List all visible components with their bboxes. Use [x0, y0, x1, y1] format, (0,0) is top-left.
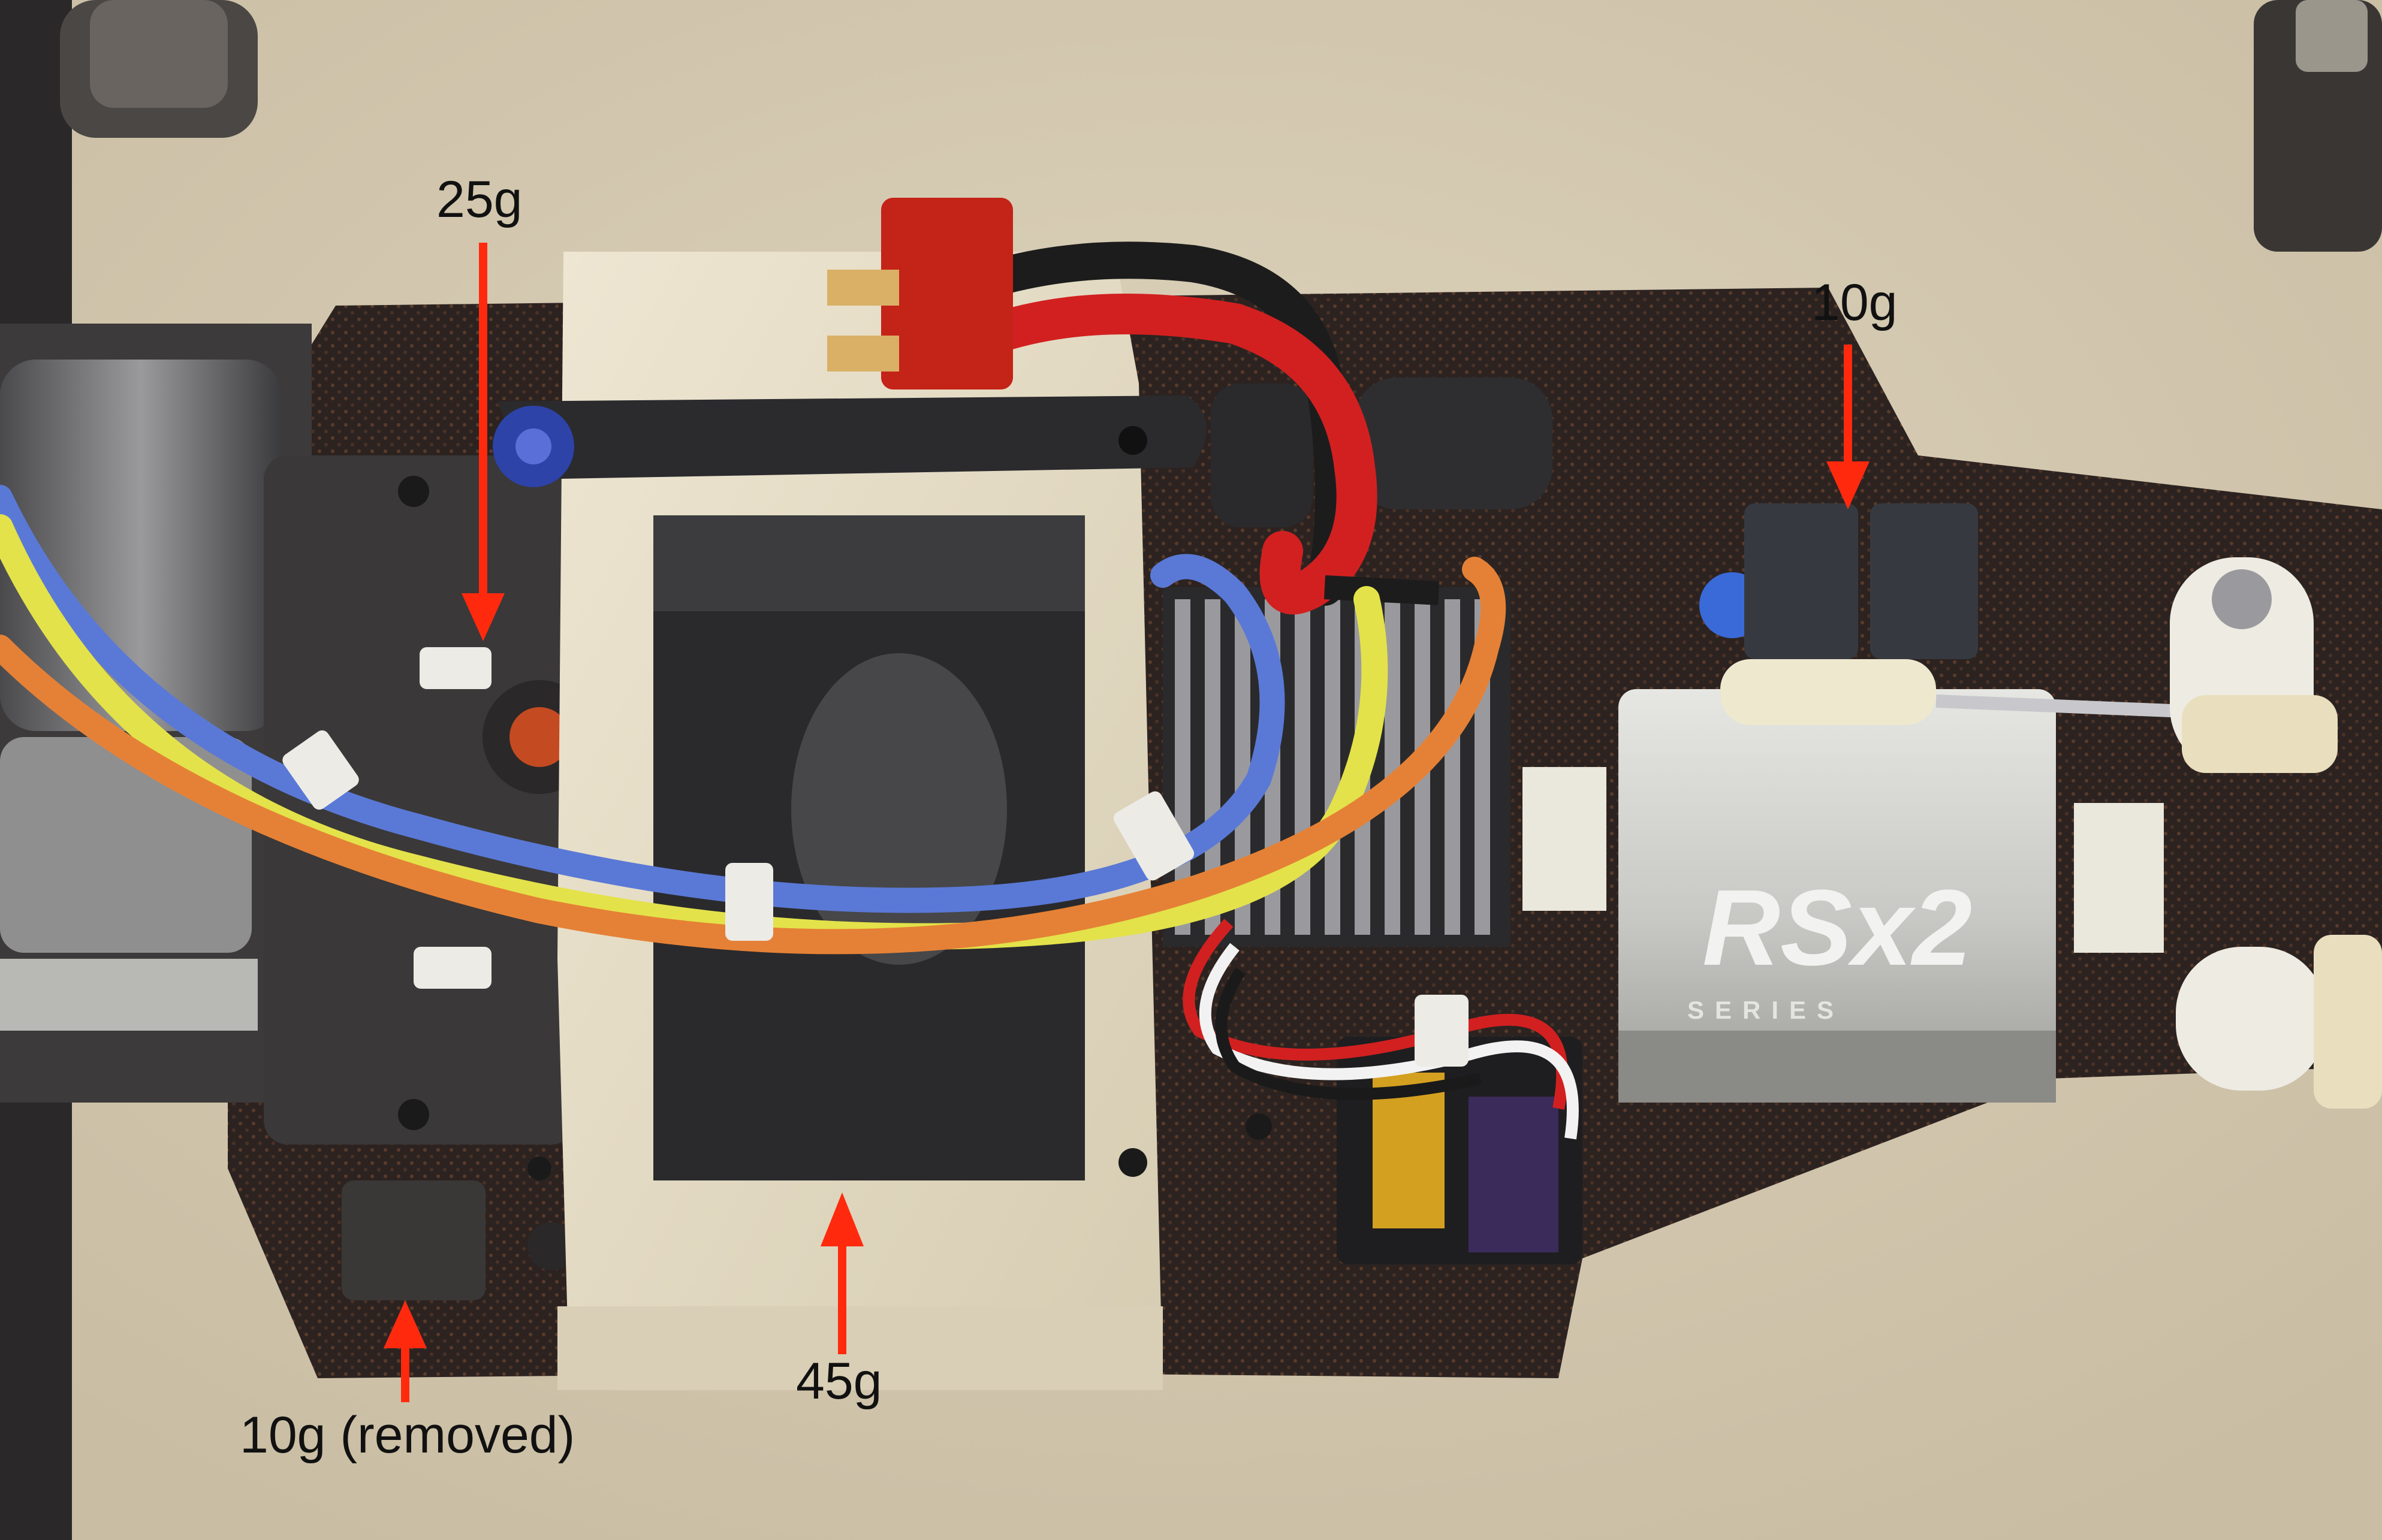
- steering-post-bottom: [2176, 947, 2326, 1091]
- blue-motor-wire: [0, 485, 1285, 913]
- lead-weight-10g: [1744, 503, 1858, 659]
- gear-cover: [0, 959, 258, 1031]
- servo-series-text: SERIES: [1687, 996, 1844, 1024]
- lead-weight: [1870, 503, 1978, 659]
- servo-brand-mark: RSx2: [1702, 868, 1972, 988]
- deans-connector: [881, 198, 1013, 389]
- red-battery-lead: [969, 294, 1377, 615]
- arrow-10g-head: [1826, 461, 1870, 509]
- label-10g-removed: 10g (removed): [240, 1406, 575, 1464]
- black-battery-lead: [964, 241, 1352, 606]
- rear-pod-block: [264, 455, 575, 1145]
- orange-motor-wire: [0, 557, 1506, 955]
- steering-servo: [1618, 689, 2056, 1103]
- capacitor-block: [1355, 378, 1552, 509]
- zip-tie: [414, 947, 492, 989]
- servo-mount-right: [2074, 803, 2164, 953]
- zip-tie: [282, 730, 359, 810]
- zip-tie: [1113, 791, 1195, 881]
- label-25g: 25g: [436, 171, 523, 228]
- arrow-45g-head: [821, 1192, 864, 1246]
- label-45g: 45g: [796, 1352, 882, 1410]
- arrow-25g-head: [462, 593, 505, 641]
- servo-mount-left: [1522, 767, 1606, 911]
- zip-tie: [1415, 995, 1469, 1067]
- zip-tie: [420, 647, 492, 689]
- servo-horn-link: [1720, 659, 1936, 725]
- battery-strap: [497, 395, 1207, 479]
- capacitor: [1211, 384, 1313, 527]
- battery-pad: [653, 515, 1085, 1180]
- removed-weight-block: [342, 1180, 486, 1300]
- label-10g: 10g: [1811, 274, 1898, 331]
- zip-tie: [725, 863, 773, 941]
- arrow-10g-removed-head: [384, 1300, 427, 1348]
